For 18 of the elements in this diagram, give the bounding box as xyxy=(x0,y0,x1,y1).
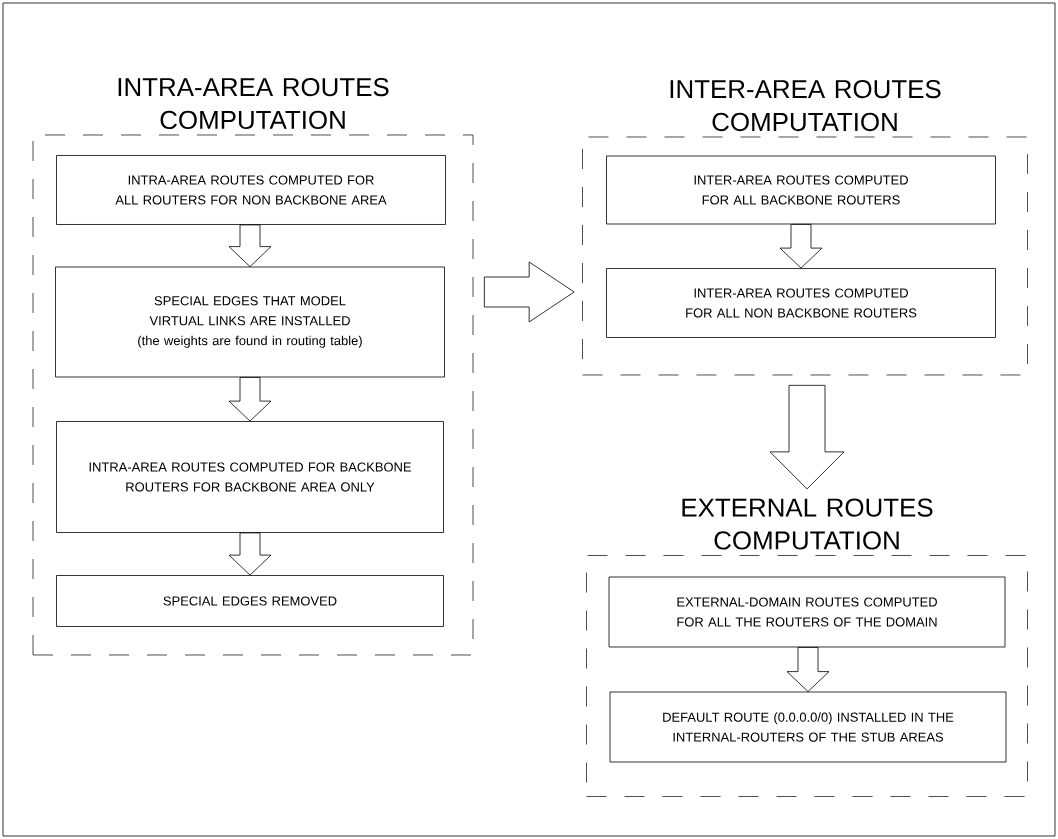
block-arrow xyxy=(228,532,272,576)
process-box: INTER-AREA ROUTES COMPUTED FOR ALL BACKBONE ROUTERS xyxy=(606,155,996,225)
block-arrow xyxy=(483,261,575,323)
block-arrow xyxy=(779,224,823,269)
process-box: INTRA-AREA ROUTES COMPUTED FOR ALL ROUTERS FOR NON BACKBONE AREA xyxy=(56,155,446,225)
block-arrow xyxy=(228,224,272,267)
node-label: INTER-AREA ROUTES COMPUTATION xyxy=(670,79,941,132)
node-label: INTRA-AREA ROUTES COMPUTATION xyxy=(118,77,389,130)
block-arrow xyxy=(228,377,272,422)
block-arrow xyxy=(769,384,845,490)
process-box: SPECIAL EDGES THAT MODEL VIRTUAL LINKS ARE INSTALLED (the weights are found in routing table) xyxy=(55,266,445,378)
process-box: DEFAULT ROUTE (0.0.0.0/0) INSTALLED IN THE INTERNAL-ROUTERS OF THE STUB AREAS xyxy=(609,691,1007,763)
process-box: EXTERNAL-DOMAIN ROUTES COMPUTED FOR ALL THE ROUTERS OF THE DOMAIN xyxy=(608,576,1006,648)
block-arrow xyxy=(786,647,830,692)
process-box: INTRA-AREA ROUTES COMPUTED FOR BACKBONE ROUTERS FOR BACKBONE AREA ONLY xyxy=(56,421,444,533)
process-box: SPECIAL EDGES REMOVED xyxy=(56,575,444,627)
process-box: INTER-AREA ROUTES COMPUTED FOR ALL NON BACKBONE ROUTERS xyxy=(606,268,996,338)
node-label: EXTERNAL ROUTES COMPUTATION xyxy=(682,498,933,550)
